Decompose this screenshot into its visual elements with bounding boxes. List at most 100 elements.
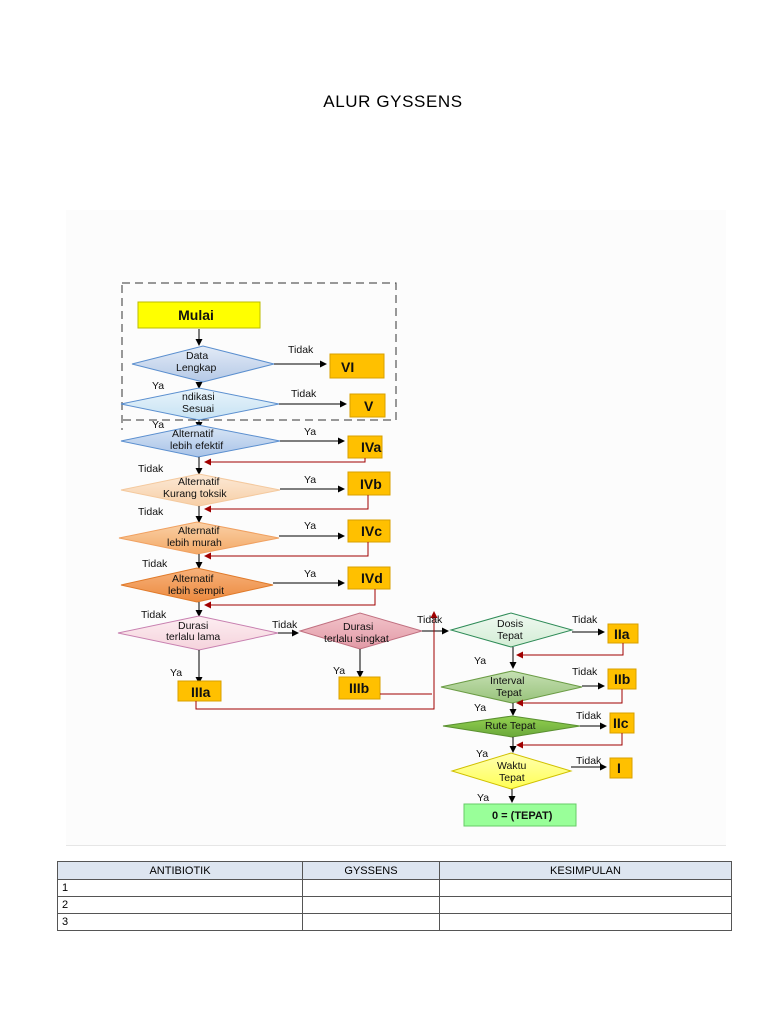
svg-text:IIIb: IIIb (349, 680, 369, 696)
table-row: 1 (57, 879, 732, 897)
dashed-region (121, 282, 397, 430)
svg-text:Tidak: Tidak (272, 619, 298, 631)
svg-text:Ya: Ya (304, 426, 316, 438)
edge-labels: Tidak Ya Tidak Ya Ya Tidak Ya Tidak Ya T… (138, 344, 602, 804)
svg-text:Interval: Interval (490, 675, 524, 687)
svg-text:IVc: IVc (361, 523, 382, 539)
svg-text:Ya: Ya (476, 748, 488, 760)
svg-text:Ya: Ya (304, 520, 316, 532)
svg-text:Lengkap: Lengkap (176, 362, 216, 374)
svg-text:IIb: IIb (614, 671, 630, 687)
svg-text:Tepat: Tepat (496, 687, 522, 699)
svg-text:lebih murah: lebih murah (167, 537, 222, 549)
cell-gyssens (302, 879, 440, 897)
svg-text:Ya: Ya (474, 655, 486, 667)
svg-text:Waktu: Waktu (497, 760, 527, 772)
decision-alternatif-toksik: Alternatif Kurang toksik (120, 473, 281, 507)
svg-text:Dosis: Dosis (497, 618, 523, 630)
svg-text:Tidak: Tidak (138, 506, 164, 518)
svg-text:Alternatif: Alternatif (178, 476, 220, 488)
category-iva: IVa (347, 435, 383, 459)
table-row: 2 (57, 896, 732, 914)
result-box: 0 = (TEPAT) (463, 803, 577, 827)
table-header-row: ANTIBIOTIK GYSSENS KESIMPULAN (57, 861, 732, 880)
svg-text:IIc: IIc (613, 715, 629, 731)
cell-kesimpulan (439, 896, 732, 914)
svg-text:IVb: IVb (360, 476, 382, 492)
svg-text:Ya: Ya (152, 380, 164, 392)
svg-text:Durasi: Durasi (178, 620, 208, 632)
svg-text:Ya: Ya (152, 419, 164, 431)
decision-durasi-lama: Durasi terlalu lama (117, 615, 279, 651)
return-arrows (195, 458, 624, 749)
category-iiib: IIIb (338, 676, 381, 700)
svg-text:Tidak: Tidak (291, 388, 317, 400)
svg-text:VI: VI (341, 359, 354, 375)
svg-text:Ya: Ya (170, 667, 182, 679)
decision-waktu: Waktu Tepat (450, 752, 573, 790)
svg-text:lebih efektif: lebih efektif (170, 440, 223, 452)
svg-text:Ya: Ya (304, 474, 316, 486)
category-iic: IIc (609, 712, 635, 734)
decision-rute: Rute Tepat (442, 715, 581, 738)
decision-alternatif-sempit: Alternatif lebih sempit (120, 567, 274, 603)
header-gyssens: GYSSENS (302, 861, 440, 880)
category-iia: IIa (607, 623, 639, 644)
svg-text:Tepat: Tepat (499, 772, 525, 784)
flowchart-svg: Mulai Data Lengkap ndikasi Sesuai Altern… (117, 282, 639, 827)
category-iiia: IIIa (177, 680, 222, 702)
svg-text:Rute Tepat: Rute Tepat (485, 720, 536, 732)
svg-text:Tidak: Tidak (572, 614, 598, 626)
cell-antibiotik: 2 (57, 896, 303, 914)
start-box: Mulai (137, 301, 261, 329)
category-v: V (349, 393, 386, 418)
category-i: I (609, 757, 633, 779)
svg-text:Tepat: Tepat (497, 630, 523, 642)
svg-text:lebih sempit: lebih sempit (168, 585, 224, 597)
svg-text:terlalu lama: terlalu lama (166, 631, 220, 643)
svg-text:Durasi: Durasi (343, 621, 373, 633)
svg-text:Tidak: Tidak (138, 463, 164, 475)
cell-gyssens (302, 896, 440, 914)
decision-alternatif-murah: Alternatif lebih murah (118, 521, 280, 555)
category-ivc: IVc (347, 519, 391, 543)
decision-interval: Interval Tepat (440, 670, 583, 704)
svg-text:Alternatif: Alternatif (178, 525, 220, 537)
svg-text:ndikasi: ndikasi (182, 391, 215, 403)
gyssens-flowchart: Mulai Data Lengkap ndikasi Sesuai Altern… (66, 210, 726, 846)
svg-text:Kurang toksik: Kurang toksik (163, 488, 227, 500)
svg-text:Sesuai: Sesuai (182, 403, 214, 415)
category-ivd: IVd (347, 566, 391, 590)
svg-text:Tidak: Tidak (141, 609, 167, 621)
svg-text:Alternatif: Alternatif (172, 428, 214, 440)
cell-antibiotik: 1 (57, 879, 303, 897)
cell-antibiotik: 3 (57, 913, 303, 931)
decision-durasi-singkat: Durasi terlalu singkat (298, 612, 424, 650)
flow-arrows (273, 360, 607, 771)
decision-alternatif-efektif: Alternatif lebih efektif (120, 424, 281, 458)
svg-text:Tidak: Tidak (572, 666, 598, 678)
svg-text:IIIa: IIIa (191, 684, 211, 700)
page-title: ALUR GYSSENS (323, 92, 463, 111)
cell-kesimpulan (439, 879, 732, 897)
header-kesimpulan: KESIMPULAN (439, 861, 732, 880)
figure-divider (66, 845, 726, 846)
svg-text:Ya: Ya (474, 702, 486, 714)
svg-text:IVd: IVd (361, 570, 383, 586)
category-vi: VI (329, 353, 385, 379)
svg-text:Tidak: Tidak (417, 614, 443, 626)
table-row: 3 (57, 913, 732, 931)
svg-text:V: V (364, 398, 374, 414)
cell-kesimpulan (439, 913, 732, 931)
decision-dosis: Dosis Tepat (449, 612, 574, 648)
svg-text:terlalu singkat: terlalu singkat (324, 633, 389, 645)
svg-text:Tidak: Tidak (576, 755, 602, 767)
svg-text:Data: Data (186, 350, 208, 362)
svg-text:IVa: IVa (361, 439, 381, 455)
svg-text:Alternatif: Alternatif (172, 573, 214, 585)
decision-indikasi: ndikasi Sesuai (120, 387, 280, 421)
category-iib: IIb (607, 668, 637, 690)
svg-text:IIa: IIa (614, 626, 630, 642)
svg-text:Tidak: Tidak (576, 710, 602, 722)
category-ivb: IVb (347, 471, 391, 496)
